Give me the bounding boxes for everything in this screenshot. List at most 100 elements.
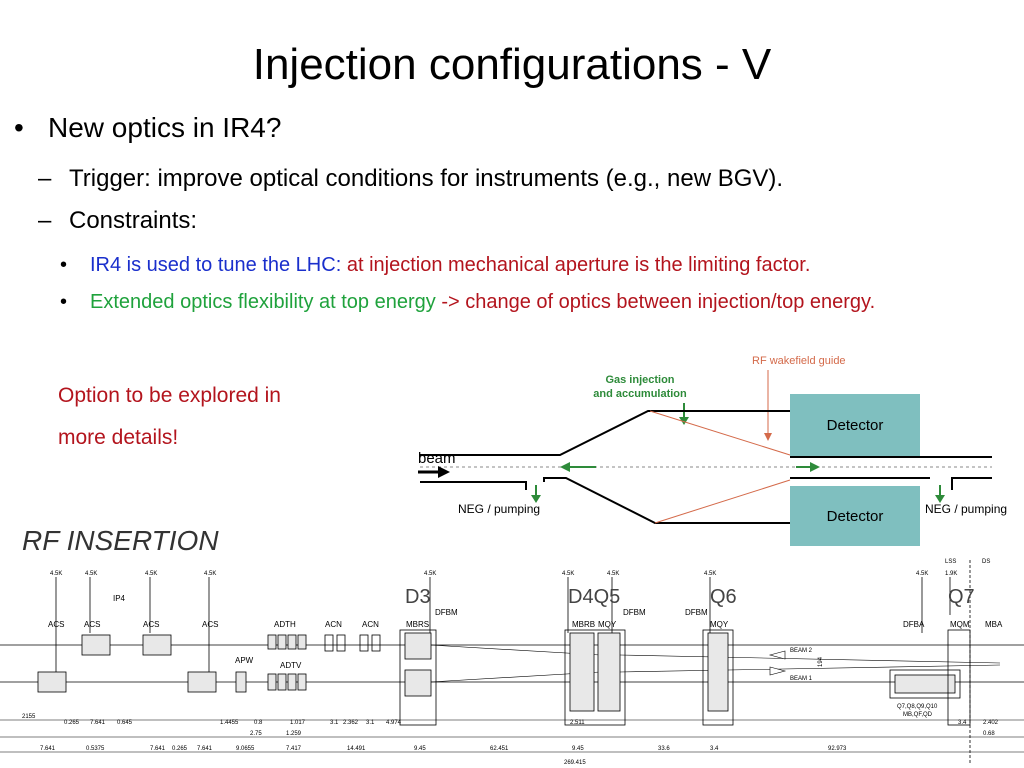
q7-label: Q7 [948,586,975,608]
dim-value: 0.265 [172,746,188,752]
d4q5-label: D4Q5 [568,586,620,608]
q7-arc-block [894,674,956,694]
d3-cryostat [399,629,437,726]
dim-value: 92.973 [828,746,847,752]
dim-value: 9.45 [414,746,426,752]
rf-insertion-heading: RF INSERTION [22,525,219,556]
q7-box-line2: MB,QF,QD [903,712,933,718]
ds-label: DS [982,559,990,565]
dim-value: 7.641 [197,746,213,752]
acn-cavity [359,634,369,652]
temp-label: 4.5K [704,571,716,577]
adth-label: ADTH [274,620,296,629]
rf-guide-lower [654,479,791,524]
dash-marker: – [38,165,52,192]
lower-pipe-end [951,477,992,490]
pump-arrow-right-head [935,495,945,503]
dim-value: 2.511 [570,720,585,726]
chamber-lower-wall [543,477,790,524]
temp-label: 4.5K [562,571,574,577]
dim-value: 62.451 [490,746,509,752]
dim-value: 3.1 [366,720,375,726]
adth-kicker [267,634,277,650]
acs-cavity [187,671,217,693]
temp-label: 4.5K [916,571,928,577]
adtv-kicker [287,673,297,691]
detector-top-box [790,394,920,456]
slide-title: Injection configurations - V [252,40,772,89]
dim-value: 3.4 [958,720,967,726]
q7-box-line1: Q7,Q8,Q9,Q10 [897,704,938,710]
dim-value: 1.017 [290,720,306,726]
gas-injection-label-2: and accumulation [593,388,687,400]
adtv-kicker [267,673,277,691]
dim-value: 1.4455 [220,720,239,726]
dim-value: 7.641 [150,746,166,752]
temp-label: 4.5K [204,571,216,577]
beam1-label: BEAM 1 [790,676,813,682]
item-ir4-part1: IR4 [90,254,122,276]
mbrb-magnet [569,632,595,712]
acs-cavity [37,671,67,693]
acs-label: ACS [48,620,64,629]
acn-cavity [371,634,381,652]
neg-pumping-right: NEG / pumping [925,502,1007,516]
dim-value: 2.362 [343,720,359,726]
bgv-schematic: RF wakefield guide Gas injection and acc… [418,355,1007,546]
rf-guide-label: RF wakefield guide [752,355,846,367]
mqy-label: MQY [598,620,617,629]
apw-element [235,671,247,693]
item-marker: • [60,291,68,313]
dim-value: 7.641 [40,746,56,752]
dim-value: 14.491 [347,746,366,752]
dim-value: 0.8 [254,720,263,726]
apw-label: APW [235,656,254,665]
dash-marker: – [38,207,52,234]
adth-kicker [297,634,307,650]
item-flexibility-part1: Extended optics flexibility at top energ… [90,291,436,313]
chamber-upper-wall [420,410,790,456]
bullet-marker: • [14,112,24,143]
acn-label: ACN [325,620,342,629]
dim-value: 0.265 [64,720,80,726]
beam2-label: BEAM 2 [790,648,813,654]
acs-label: ACS [202,620,218,629]
acs-label: ACS [84,620,100,629]
mbrs-magnet [404,632,432,660]
beam1-direction-icon [769,666,787,676]
sub-bullet-constraints: Constraints: [69,207,198,234]
item-flexibility: Extended optics flexibility at top energ… [90,289,1020,315]
mqm-label: MQM [950,620,970,629]
temp-label: 4.5K [145,571,157,577]
q7-arc-cryostat [889,669,961,699]
mba-label: MBA [985,620,1003,629]
dim-value: 2.75 [250,731,262,737]
acn-cavity [324,634,334,652]
temp-label: 4.5K [85,571,97,577]
dfbm-label: DFBM [435,608,458,617]
beam-label: beam [418,450,456,467]
dim-value: 4.974 [386,720,402,726]
q6-cryostat [702,629,734,726]
beam-arrow-head [438,466,450,478]
dim-value: 7.641 [90,720,106,726]
dim-value: 2155 [22,714,36,720]
lss-label: LSS [945,559,956,565]
pump-arrow-left-head [531,495,541,503]
adtv-kicker [277,673,287,691]
acs-cavity [142,634,172,656]
mqy-magnet [597,632,621,712]
adtv-label: ADTV [280,661,302,670]
item-marker: • [60,254,68,276]
dim-value: 9.0655 [236,746,255,752]
temp-19-label: 1.9K [945,571,957,577]
dfbm-label: DFBM [685,608,708,617]
neg-pumping-left: NEG / pumping [458,502,540,516]
adth-kicker [287,634,297,650]
dim-value: 3.4 [710,746,719,752]
mbrb-label: MBRB [572,620,595,629]
separation-label: 194 [818,656,824,667]
d4q5-cryostat [564,629,626,726]
temp-label: 4.5K [50,571,62,577]
detector-top-label: Detector [827,417,884,434]
